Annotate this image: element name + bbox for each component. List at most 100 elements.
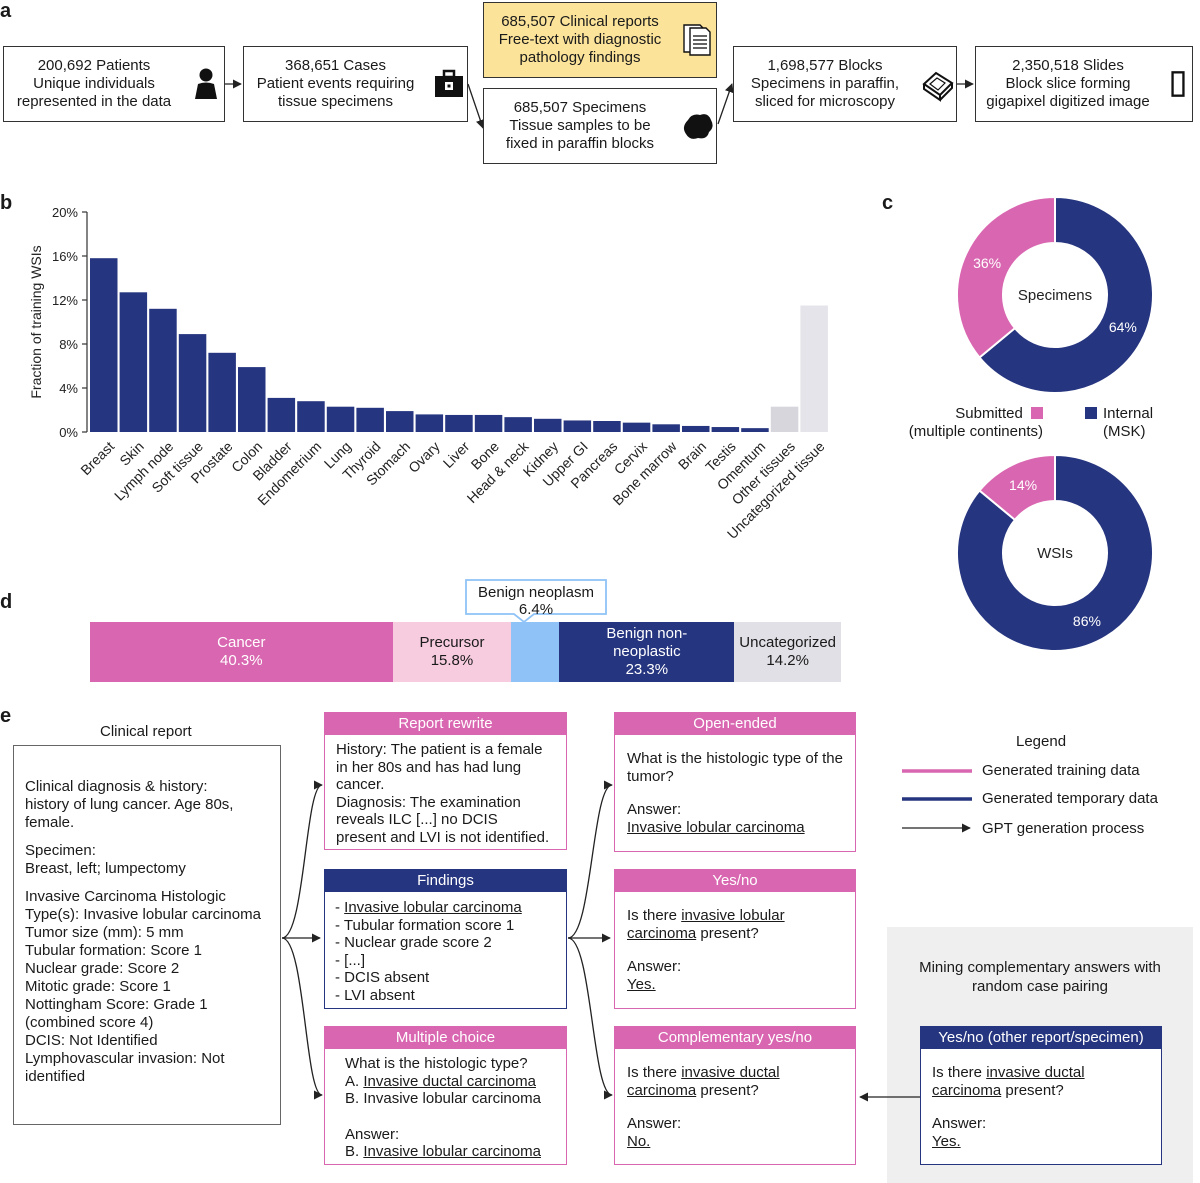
legend-training: Generated training data xyxy=(982,762,1140,779)
legend-swatch-navy xyxy=(1085,407,1097,419)
flow-text: gigapixel digitized image xyxy=(986,93,1150,110)
rewrite-line: present and LVI is not identified. xyxy=(336,828,550,846)
bar xyxy=(238,367,266,432)
mc-answer: B. Invasive lobular carcinoma xyxy=(345,1143,541,1160)
legend-submitted-label: Submitted xyxy=(893,405,1043,423)
report-line: Nottingham Score: Grade 1 xyxy=(25,996,208,1013)
flow-arrows xyxy=(224,79,974,129)
report-rewrite-header: Report rewrite xyxy=(325,713,566,735)
donut-slice xyxy=(978,453,1056,522)
flow-specimens-box: 685,507 Specimens Tissue samples to be f… xyxy=(483,88,717,164)
bar xyxy=(386,411,414,432)
donut-slice-label: 86% xyxy=(1073,613,1101,629)
category-label: Liver xyxy=(440,438,473,471)
tissue-bar-chart: 0%4%8%12%16%20%Fraction of training WSIs… xyxy=(28,205,828,542)
paraffin-block-icon xyxy=(922,71,954,102)
bar xyxy=(297,401,325,432)
report-line: Tumor size (mm): 5 mm xyxy=(25,924,184,941)
legend-gpt: GPT generation process xyxy=(982,820,1145,837)
stack-segment-label: 15.8% xyxy=(430,652,474,669)
yesno-answer: Yes. xyxy=(627,975,656,993)
donut-center-title: Specimens xyxy=(1018,287,1092,304)
stack-segment-label: 14.2% xyxy=(766,652,809,669)
flow-text: represented in the data xyxy=(16,93,172,110)
panel-letter-c: c xyxy=(882,192,894,214)
stack-segment xyxy=(511,622,560,682)
yes-no-header: Yes/no xyxy=(615,870,855,892)
yes-no-card: Yes/no Is there invasive lobular carcino… xyxy=(614,869,856,1009)
mining-question: carcinoma present? xyxy=(932,1081,1064,1099)
briefcase-icon xyxy=(435,69,463,97)
bar xyxy=(652,424,680,432)
mining-answer-label: Answer: xyxy=(932,1115,987,1132)
bar xyxy=(800,305,828,432)
legend-swatch-pink xyxy=(1031,407,1043,419)
multiple-choice-card: Multiple choice What is the histologic t… xyxy=(324,1026,567,1165)
rewrite-line: cancer. xyxy=(336,776,385,793)
open-answer: Invasive lobular carcinoma xyxy=(627,818,805,836)
clinical-report-box: Clinical diagnosis & history: history of… xyxy=(13,745,281,1125)
donut-slice-label: 14% xyxy=(1009,477,1037,493)
mc-option-b: B. Invasive lobular carcinoma xyxy=(345,1090,541,1107)
findings-line: - DCIS absent xyxy=(335,969,430,986)
yesno-answer-label: Answer: xyxy=(627,958,682,975)
flow-patients-box: 200,692 Patients Unique individuals repr… xyxy=(3,46,225,122)
flow-text: Specimens in paraffin, xyxy=(750,75,900,92)
panel-letter-d: d xyxy=(0,591,13,613)
findings-header: Findings xyxy=(325,870,566,892)
stack-segment-label: Cancer xyxy=(217,634,266,651)
complementary-header: Complementary yes/no xyxy=(615,1027,855,1049)
flow-text: sliced for microscopy xyxy=(754,93,896,110)
flow-slides-box: 2,350,518 Slides Block slice forming gig… xyxy=(975,46,1193,122)
flow-text: 685,507 Specimens xyxy=(513,99,647,116)
bar xyxy=(474,414,503,432)
donut-slice xyxy=(978,195,1154,394)
clinical-report-title: Clinical report xyxy=(100,723,192,740)
multiple-choice-header: Multiple choice xyxy=(325,1027,566,1049)
report-line: Type(s): Invasive lobular carcinoma xyxy=(25,906,261,923)
mc-question: What is the histologic type? xyxy=(345,1055,528,1072)
flow-text: Tissue samples to be xyxy=(509,117,651,134)
rewrite-line: in her 80s and has had lung xyxy=(336,758,522,776)
callout-value: 6.4% xyxy=(518,601,554,618)
report-line: Breast, left; lumpectomy xyxy=(25,860,186,877)
report-line: history of lung cancer. Age 80s, xyxy=(25,796,234,813)
callout-label: Benign neoplasm xyxy=(478,584,594,601)
stack-segment-label: Benign non- xyxy=(606,625,688,642)
report-line: (combined score 4) xyxy=(25,1014,154,1031)
bar xyxy=(267,397,296,432)
flow-text: 2,350,518 Slides xyxy=(1012,57,1124,74)
bar xyxy=(622,422,651,432)
donut-slice-label: 64% xyxy=(1109,319,1137,335)
bar xyxy=(741,428,769,432)
bar xyxy=(90,258,118,432)
flow-text: 1,698,577 Blocks xyxy=(767,57,883,74)
benign-neoplasm-callout-shape xyxy=(465,579,607,624)
legend-submitted: Submitted (multiple continents) xyxy=(893,405,1043,441)
flow-text: Unique individuals xyxy=(33,75,155,92)
panel-letter-a: a xyxy=(0,0,12,22)
flow-text: fixed in paraffin blocks xyxy=(505,135,655,152)
document-icon xyxy=(683,24,711,56)
category-label: Ovary xyxy=(405,438,443,476)
report-line: Invasive Carcinoma Histologic xyxy=(25,888,226,905)
bar xyxy=(208,352,236,432)
bar xyxy=(593,421,621,432)
bar xyxy=(415,414,444,432)
flow-text: Patient events requiring xyxy=(256,75,415,92)
person-icon xyxy=(195,68,217,99)
bar xyxy=(504,417,532,432)
report-line: Clinical diagnosis & history: xyxy=(25,778,208,795)
flow-reports-box: 685,507 Clinical reports Free-text with … xyxy=(483,2,717,78)
yesno-question: Is there invasive lobular xyxy=(627,907,785,924)
bar xyxy=(178,334,207,432)
bar xyxy=(356,407,384,432)
compl-question: carcinoma present? xyxy=(627,1081,759,1099)
compl-question: Is there invasive ductal xyxy=(627,1064,780,1081)
stack-segment-label: 23.3% xyxy=(625,661,669,678)
stack-segment-label: 40.3% xyxy=(220,652,263,669)
specimens-donut-chart: 64%36%Specimens xyxy=(956,195,1154,394)
mining-caption: Mining complementary answers with random… xyxy=(887,958,1193,996)
y-tick-label: 4% xyxy=(59,381,78,396)
